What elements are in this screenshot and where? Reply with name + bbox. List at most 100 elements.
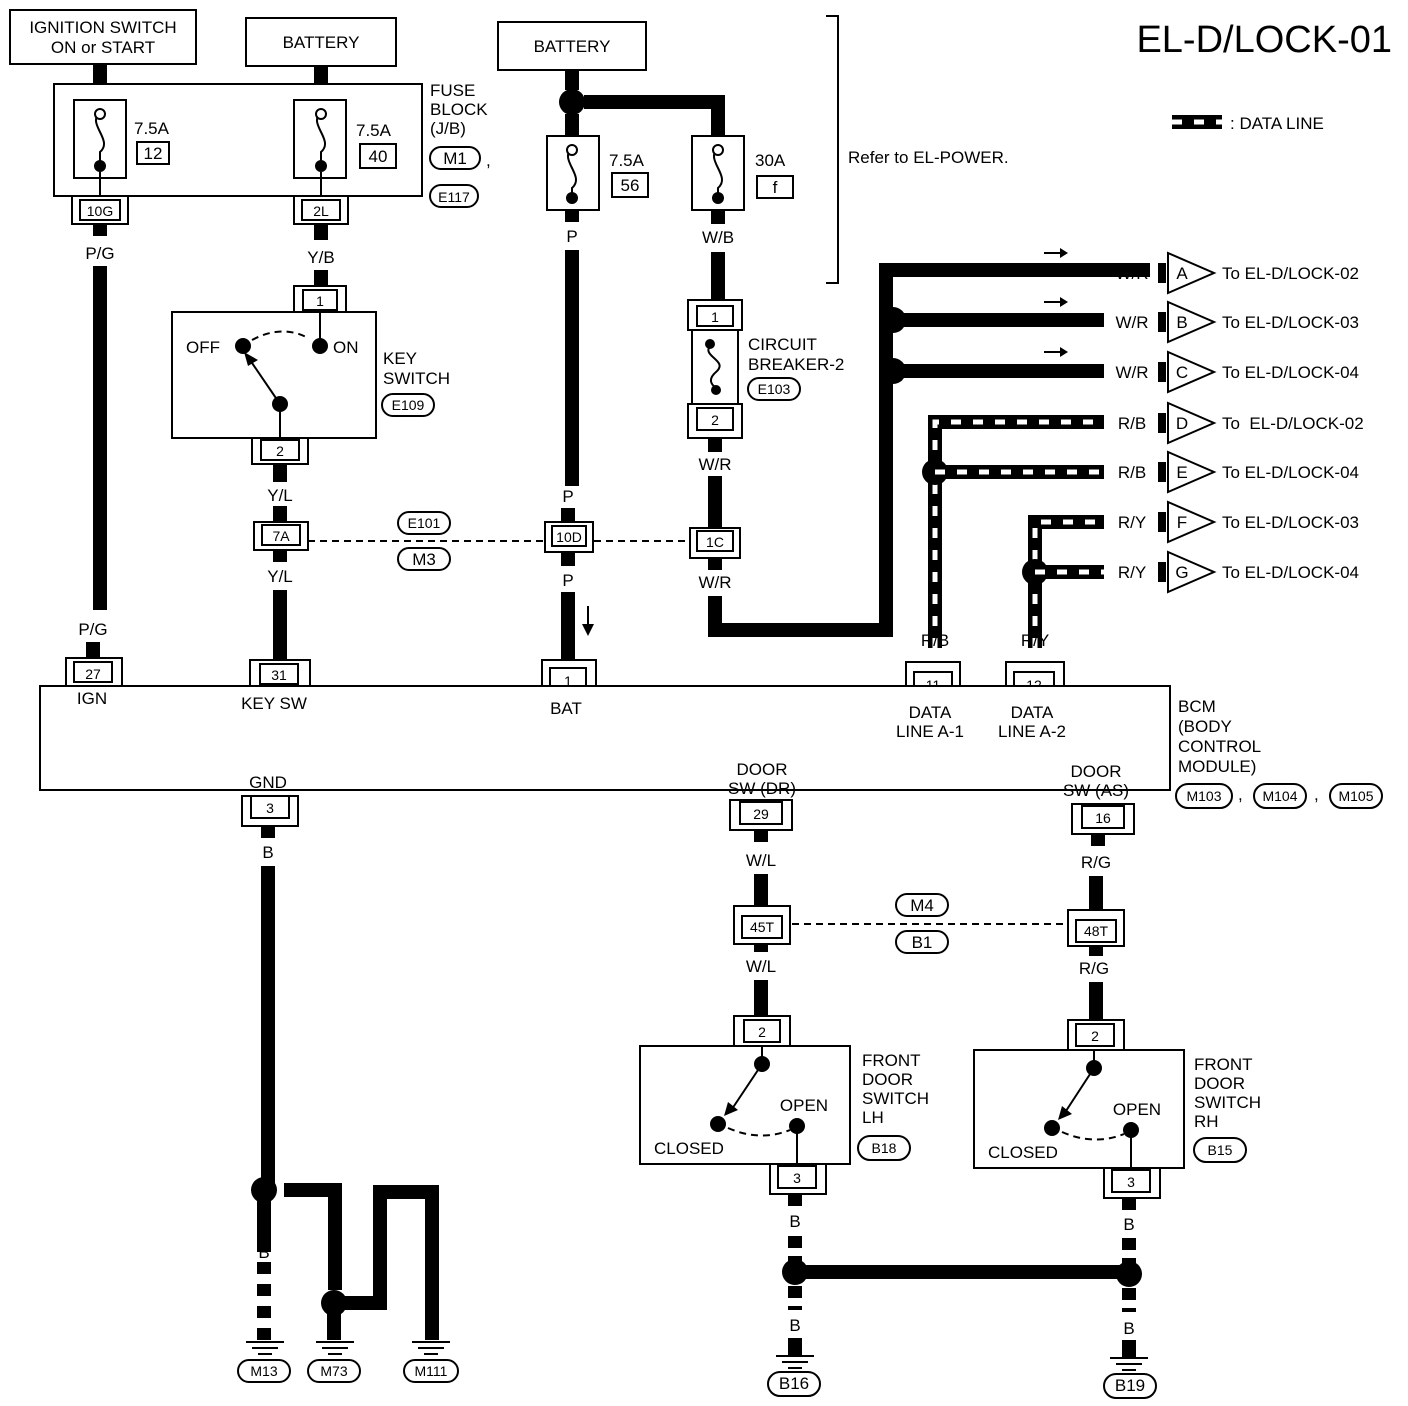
output-arrow-shape — [1167, 550, 1217, 594]
data-line-legend-text: : DATA LINE — [1230, 114, 1324, 133]
bcm-conn-m103: M103 — [1186, 788, 1221, 804]
output-arrow-shape — [1167, 450, 1217, 494]
fuse-40-number: 40 — [369, 147, 388, 166]
terminal-10d-label: 10D — [556, 529, 582, 545]
wire-b-m73c-label: B — [374, 1243, 385, 1262]
bcm-data-line-2b: LINE A-2 — [998, 722, 1066, 741]
conn-m1-tag — [429, 146, 481, 170]
cb-conn: E103 — [758, 381, 791, 397]
flow-arrows — [1044, 248, 1068, 357]
conn-e117-tag — [429, 184, 479, 208]
cb-term-1: 1 — [711, 309, 719, 325]
door-lh-label-3: SWITCH — [862, 1089, 929, 1108]
bcm-door-sw-dr-1: DOOR — [737, 760, 788, 779]
door-rh-label-4: RH — [1194, 1112, 1219, 1131]
ignition-switch-label-1: IGNITION SWITCH — [29, 18, 176, 37]
bcm-conn-m104: M104 — [1262, 788, 1297, 804]
key-switch-conn: E109 — [392, 397, 425, 413]
conn-e101: E101 — [408, 515, 441, 531]
fuse-12-amp: 7.5A — [134, 119, 170, 138]
terminal-2l — [301, 199, 341, 221]
wire-p-label-2: P — [562, 487, 573, 506]
key-switch-on: ON — [333, 338, 359, 357]
fuse-12-number: 12 — [144, 144, 163, 163]
door-lh-term-3: 3 — [793, 1170, 801, 1186]
terminal-10d — [551, 525, 587, 547]
door-rh-term-2: 2 — [1091, 1028, 1099, 1044]
output-terminal-bar — [1158, 263, 1166, 283]
wire-b-rh-label: B — [1123, 1215, 1134, 1234]
output-letter: A — [1176, 264, 1188, 283]
current-arrow — [582, 624, 594, 636]
output-letter: B — [1176, 313, 1187, 332]
output-wire-label: W/R — [1115, 363, 1148, 382]
bcm-term-31: 31 — [271, 667, 287, 683]
conn-m3: M3 — [412, 550, 436, 569]
key-switch-label-2: SWITCH — [383, 369, 450, 388]
wire-wl-label-1: W/L — [746, 851, 776, 870]
bcm-data-line-1b: LINE A-1 — [896, 722, 964, 741]
door-lh-conn: B18 — [872, 1140, 897, 1156]
refer-bracket — [826, 15, 839, 284]
bcm-data-line-1a: DATA — [909, 703, 952, 722]
output-terminal-bar — [1158, 413, 1166, 433]
cb-label-2: BREAKER-2 — [748, 355, 844, 374]
output-a: W/R A To EL-D/LOCK-02 — [1115, 251, 1359, 295]
ground-m111: M111 — [415, 1363, 448, 1379]
terminal-1c — [696, 530, 734, 552]
conn-comma: , — [486, 151, 491, 170]
output-destination: To EL-D/LOCK-04 — [1222, 463, 1359, 482]
output-destination: To EL-D/LOCK-03 — [1222, 513, 1359, 532]
data-line-rb — [928, 415, 1104, 648]
fuse-40-amp: 7.5A — [356, 121, 392, 140]
output-destination: To EL-D/LOCK-02 — [1222, 264, 1359, 283]
wire-p-label-1: P — [566, 227, 577, 246]
bcm-term-29: 29 — [753, 806, 769, 822]
key-switch-box — [171, 311, 377, 439]
bcm-key-sw: KEY SW — [241, 694, 307, 713]
battery-label-2: BATTERY — [534, 37, 611, 56]
output-e: R/B E To EL-D/LOCK-04 — [1118, 450, 1359, 494]
output-wire-label: R/B — [1118, 463, 1146, 482]
wire-wr-label-2: W/R — [698, 573, 731, 592]
bcm-term-3: 3 — [266, 800, 274, 816]
output-letter: C — [1176, 363, 1188, 382]
bcm-box — [39, 685, 1171, 791]
wire-rb-bcm-label: R/B — [921, 631, 949, 650]
cb-label-1: CIRCUIT — [748, 335, 817, 354]
key-switch-term-1: 1 — [316, 293, 324, 309]
front-door-switch-lh-box — [639, 1045, 851, 1165]
wire-wr-label-1: W/R — [698, 455, 731, 474]
conn-b1: B1 — [912, 933, 933, 952]
battery-box-2 — [497, 21, 647, 71]
terminal-10g-label: 10G — [87, 203, 113, 219]
ground-m73: M73 — [320, 1363, 347, 1379]
wire-pg-label-2: P/G — [78, 620, 107, 639]
output-wire-label: W/R — [1115, 264, 1148, 283]
output-letter: E — [1176, 463, 1187, 482]
output-terminal-bar — [1158, 312, 1166, 332]
output-arrow-shape — [1167, 500, 1217, 544]
bcm-term-1: 1 — [564, 673, 572, 689]
output-terminal-bar — [1158, 462, 1166, 482]
output-destination: To EL-D/LOCK-04 — [1222, 563, 1359, 582]
fuse-56-number: 56 — [621, 176, 640, 195]
output-arrow-shape — [1167, 401, 1217, 445]
bcm-label-3: CONTROL — [1178, 737, 1261, 756]
wire-rg-label-1: R/G — [1081, 853, 1111, 872]
conn-e117: E117 — [438, 189, 470, 205]
output-wire-label: R/B — [1118, 414, 1146, 433]
door-rh-label-1: FRONT — [1194, 1055, 1253, 1074]
output-wire-label: W/R — [1115, 313, 1148, 332]
conn-m1: M1 — [443, 149, 467, 168]
ground-b16: B16 — [779, 1374, 809, 1393]
wire-wl-label-2: W/L — [746, 957, 776, 976]
bcm-door-sw-dr-2: SW (DR) — [728, 779, 796, 798]
ground-symbols — [246, 1341, 1148, 1371]
battery-label-1: BATTERY — [283, 33, 360, 52]
wire-b-b19-label: B — [1123, 1319, 1134, 1338]
door-lh-label-1: FRONT — [862, 1051, 921, 1070]
